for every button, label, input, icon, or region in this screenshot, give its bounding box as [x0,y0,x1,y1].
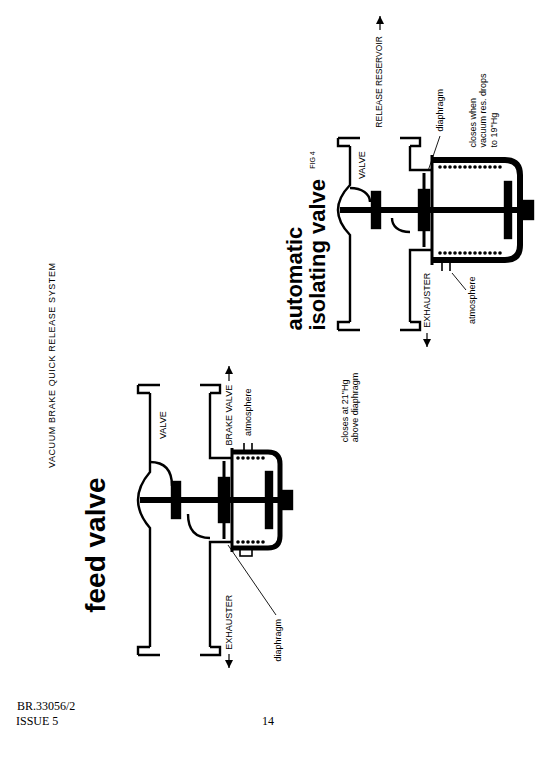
atmosphere-port [442,263,450,271]
feed-valve [138,366,292,668]
nut [522,201,533,219]
spring-coil [488,251,492,255]
flow-arrow [379,16,380,30]
spring-coil [483,251,487,255]
spring-coil [438,251,442,255]
port-label: RELEASE RESERVOIR [375,36,385,128]
spring-housing [232,452,280,548]
part-label: diaphragm [435,89,445,132]
diaphragm-plate [419,190,429,230]
note: closes at 21"Hg above diaphragm [340,368,361,442]
spring-plate [505,182,511,238]
housing-flange [431,155,434,265]
spring-coil [498,251,502,255]
flange [400,322,420,330]
valve-seat [188,514,210,538]
spring-coil [483,165,487,169]
spring-coil [463,251,467,255]
spring-coil [493,251,497,255]
spring-coil [251,540,255,544]
spring-coils [236,456,265,544]
spring-coil [241,540,245,544]
flange [138,647,160,655]
spring-coil [251,456,255,460]
part-label: VALVE [158,411,168,439]
spring-coil [473,251,477,255]
port-label: EXHAUSTER [224,595,234,650]
part-label: VALVE [357,151,367,179]
spring-coil [256,456,260,460]
spring-coil [443,165,447,169]
part-label: atmosphere [467,276,477,324]
diaphragm-plate [219,478,229,522]
flange [338,322,360,330]
spring-coil [246,540,250,544]
flange [400,138,420,146]
spring-coil [463,165,467,169]
spring-coil [448,251,452,255]
spring-coil [468,251,472,255]
spring-coil [458,165,462,169]
page-header: VACUUM BRAKE QUICK RELEASE SYSTEM [47,262,57,468]
spring-coil [493,165,497,169]
spring-coil [453,251,457,255]
spring-coils [438,165,502,255]
flange [200,385,220,393]
part-label: diaphragm [273,619,283,662]
port-label: BRAKE VALVE [224,385,234,446]
figure-number: FIG 4 [309,151,317,169]
figure-heading: automatic isolating valve [283,165,329,330]
pipe-wall [338,146,350,322]
spring-coil [241,456,245,460]
isolating-valve [338,16,533,347]
spring-coil [438,165,442,169]
spring-coil [236,540,240,544]
spring-housing [432,160,520,260]
valve-seat [150,462,172,486]
spring-coil [478,165,482,169]
spring-coil [473,165,477,169]
flange [338,138,360,146]
leader-line [428,136,440,171]
spring-coil [448,165,452,169]
document-number: BR.33056/2 [17,700,75,714]
nut [282,491,292,509]
spring-coil [261,540,265,544]
spring-plate [266,472,272,528]
flange [200,647,220,655]
spring-coil [236,456,240,460]
page-number: 14 [262,715,274,729]
spring-coil [488,165,492,169]
valve-seat [350,188,370,202]
port-label: EXHAUSTER [422,273,432,328]
spring-coil [468,165,472,169]
housing-flange [231,448,234,552]
flow-arrow [426,333,427,347]
spring-coil [498,165,502,169]
spring-coil [261,456,265,460]
valve-seat [392,218,410,232]
issue-number: ISSUE 5 [16,715,58,729]
plug [240,549,252,556]
spring-coil [453,165,457,169]
spring-coil [478,251,482,255]
note: closes when vacuum res. drops to 19"Hg [468,69,499,147]
atmosphere-port [244,443,252,452]
flange [138,385,160,393]
flow-arrow [228,366,229,381]
figure-heading: feed valve [79,477,111,612]
spindle [340,207,530,213]
part-label: atmosphere [243,388,253,436]
leader-line [452,273,466,290]
spring-coil [246,456,250,460]
leader-line [228,545,276,615]
pipe-wall [138,393,150,647]
spring-coil [443,251,447,255]
spring-coil [458,251,462,255]
spring-coil [256,540,260,544]
flow-arrow [228,654,229,668]
